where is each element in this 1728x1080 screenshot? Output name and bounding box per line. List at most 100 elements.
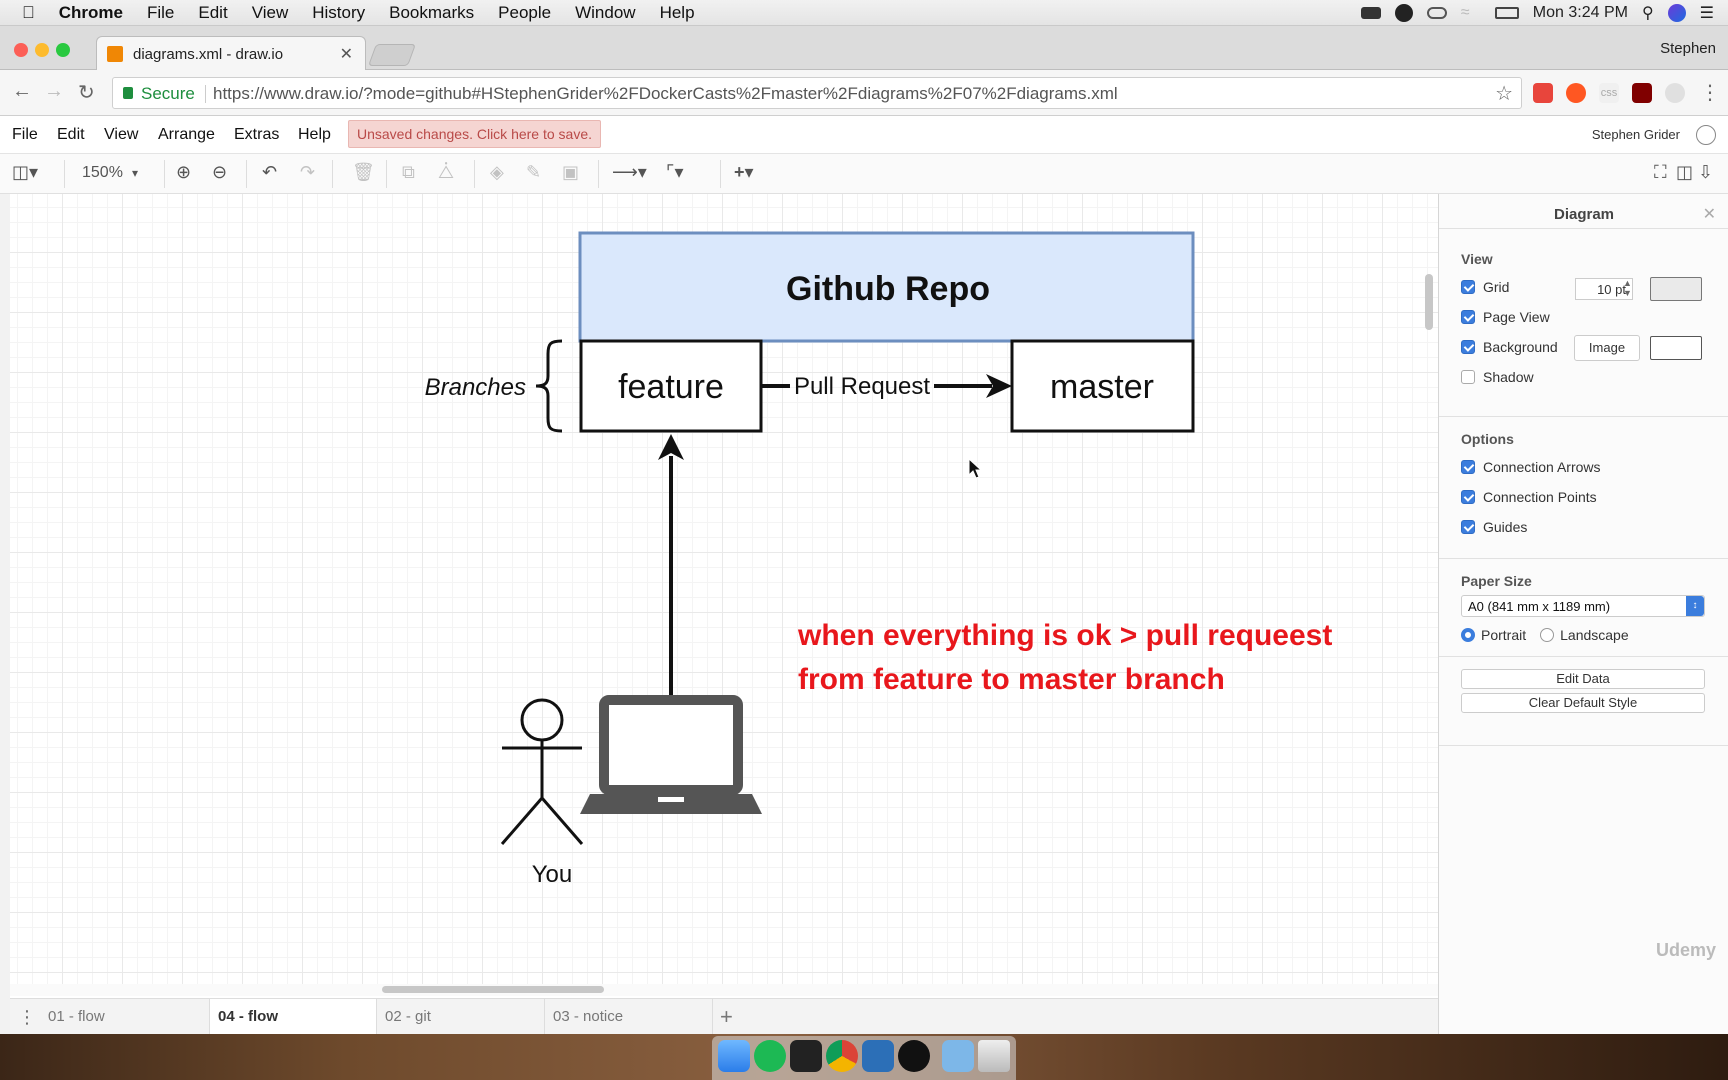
grid-color-swatch[interactable] <box>1650 277 1702 301</box>
insert-plus-icon[interactable]: +▾ <box>734 162 754 182</box>
branches-label[interactable]: Branches <box>425 374 526 401</box>
spotlight-search-icon[interactable]: ⚲ <box>1641 5 1654 22</box>
browser-tab-active[interactable]: diagrams.xml - draw.io ✕ <box>96 36 366 71</box>
github-repo-box[interactable] <box>578 231 1195 343</box>
background-color-swatch[interactable] <box>1650 336 1702 360</box>
docker-icon[interactable] <box>1360 7 1381 19</box>
battery-icon[interactable] <box>1494 7 1519 19</box>
guides-option[interactable]: Guides <box>1461 519 1527 535</box>
spotify-icon[interactable] <box>754 1040 786 1072</box>
branches-brace[interactable] <box>535 339 563 433</box>
portrait-option[interactable]: Portrait Landscape <box>1461 627 1629 643</box>
recording-icon[interactable] <box>1394 4 1413 22</box>
menu-bookmarks[interactable]: Bookmarks <box>376 2 474 22</box>
globe-icon[interactable] <box>1696 125 1716 145</box>
zoom-in-icon[interactable]: ⊕ <box>176 162 192 182</box>
zoom-level[interactable]: 150% <box>82 164 123 181</box>
address-bar[interactable]: Secure https://www.draw.io/?mode=github#… <box>112 77 1522 109</box>
chrome-menu-icon[interactable]: ⋮ <box>1700 82 1720 104</box>
undo-icon[interactable]: ↶ <box>262 162 278 182</box>
profile-name[interactable]: Stephen <box>1660 40 1716 57</box>
image-button[interactable]: Image <box>1574 335 1640 361</box>
pages-menu-icon[interactable]: ⋮ <box>18 1007 36 1027</box>
waypoints-icon[interactable]: ⌜▾ <box>666 162 684 182</box>
grid-option[interactable]: Grid <box>1461 279 1509 295</box>
guides-checkbox[interactable] <box>1461 520 1475 534</box>
extension-icon-5[interactable] <box>1665 83 1685 103</box>
laptop-icon[interactable] <box>580 695 762 814</box>
fill-color-icon[interactable]: ◈ <box>490 162 504 182</box>
fullscreen-icon[interactable]: ⛶ <box>1654 162 1667 182</box>
user-name[interactable]: Stephen Grider <box>1591 127 1680 142</box>
page-tab-03-notice[interactable]: 03 - notice <box>545 999 713 1035</box>
downloads-folder-icon[interactable] <box>942 1040 974 1072</box>
siri-icon[interactable] <box>1667 4 1686 22</box>
finder-icon[interactable] <box>718 1040 750 1072</box>
close-panel-icon[interactable]: ✕ <box>1702 206 1716 223</box>
grid-size-input[interactable]: 10 pt <box>1575 278 1633 300</box>
connection-points-checkbox[interactable] <box>1461 490 1475 504</box>
menu-view[interactable]: View <box>238 2 289 22</box>
close-tab-icon[interactable]: ✕ <box>339 46 353 63</box>
connection-arrows-checkbox[interactable] <box>1461 460 1475 474</box>
extension-icon-2[interactable] <box>1566 83 1586 103</box>
zoom-out-icon[interactable]: ⊖ <box>212 162 228 182</box>
glasses-icon[interactable] <box>1426 7 1447 19</box>
drawio-menu-help[interactable]: Help <box>298 126 331 143</box>
you-label[interactable]: You <box>532 861 573 888</box>
grid-checkbox[interactable] <box>1461 280 1475 294</box>
clear-default-style-button[interactable]: Clear Default Style <box>1461 693 1705 713</box>
collapse-chevron-icon[interactable]: ⇩ <box>1698 162 1714 182</box>
zoom-dropdown-chevron-icon[interactable]: ▾ <box>132 166 139 180</box>
wifi-icon[interactable]: ≈ <box>1460 4 1470 21</box>
page-view-option[interactable]: Page View <box>1461 309 1550 325</box>
connection-points-option[interactable]: Connection Points <box>1461 489 1597 505</box>
menu-edit[interactable]: Edit <box>185 2 227 22</box>
master-branch-box[interactable] <box>1010 339 1195 433</box>
page-tab-04-flow[interactable]: 04 - flow <box>210 999 377 1035</box>
close-window-button[interactable] <box>14 43 28 57</box>
to-front-icon[interactable]: ⧉ <box>402 162 415 182</box>
portrait-radio[interactable] <box>1461 628 1475 642</box>
extension-css-icon[interactable]: css <box>1599 83 1619 103</box>
bookmark-star-icon[interactable]: ☆ <box>1495 83 1513 105</box>
unsaved-changes-button[interactable]: Unsaved changes. Click here to save. <box>348 120 602 148</box>
ublock-icon[interactable] <box>1632 83 1652 103</box>
menu-people[interactable]: People <box>485 2 551 22</box>
edit-data-button[interactable]: Edit Data <box>1461 669 1705 689</box>
menu-file[interactable]: File <box>134 2 174 22</box>
line-color-icon[interactable]: ✎ <box>526 162 542 182</box>
redo-icon[interactable]: ↷ <box>300 162 316 182</box>
drawio-menu-file[interactable]: File <box>12 126 38 143</box>
delete-icon[interactable]: 🗑 <box>352 162 375 182</box>
sidebar-toggle-icon[interactable]: ◫▾ <box>12 162 39 182</box>
shadow-option[interactable]: Shadow <box>1461 369 1534 385</box>
connection-arrows-option[interactable]: Connection Arrows <box>1461 459 1601 475</box>
trash-icon[interactable] <box>978 1040 1010 1072</box>
menu-help[interactable]: Help <box>646 2 695 22</box>
landscape-radio[interactable] <box>1540 628 1555 642</box>
shadow-checkbox[interactable] <box>1461 370 1475 384</box>
apple-icon[interactable]:  <box>0 3 47 23</box>
background-option[interactable]: Background <box>1461 339 1558 355</box>
grid-size-stepper-icon[interactable]: ▲▼ <box>1623 278 1632 298</box>
reload-icon[interactable]: ↻ <box>78 82 95 104</box>
background-checkbox[interactable] <box>1461 340 1475 354</box>
extension-icon-1[interactable] <box>1533 83 1553 103</box>
drawio-menu-extras[interactable]: Extras <box>234 126 280 143</box>
format-panel-toggle-icon[interactable]: ◫ <box>1676 162 1694 182</box>
feature-branch-box[interactable] <box>579 339 763 433</box>
drawio-menu-arrange[interactable]: Arrange <box>158 126 215 143</box>
minimize-window-button[interactable] <box>35 43 49 57</box>
vertical-scrollbar[interactable] <box>1425 274 1433 330</box>
to-back-icon[interactable]: ⧊ <box>438 162 455 182</box>
pull-request-label[interactable]: Pull Request <box>794 373 930 400</box>
new-tab-button[interactable] <box>367 44 417 66</box>
add-page-icon[interactable]: + <box>720 1004 733 1029</box>
clock[interactable]: Mon 3:24 PM <box>1532 4 1628 21</box>
notification-center-icon[interactable]: ☰ <box>1699 5 1714 22</box>
annotation-note[interactable]: when everything is ok > pull requeest fr… <box>798 614 1358 702</box>
page-tab-02-git[interactable]: 02 - git <box>377 999 545 1035</box>
back-icon[interactable]: ← <box>12 80 32 102</box>
connection-style-icon[interactable]: ⟶▾ <box>612 162 647 182</box>
